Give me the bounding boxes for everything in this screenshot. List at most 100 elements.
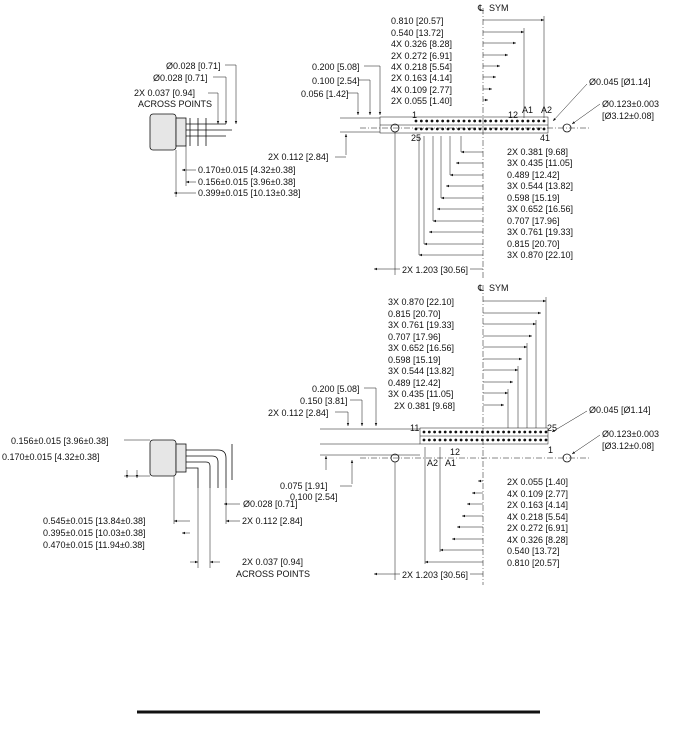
- bottom-left-dim: 0.075 [1.91]: [280, 481, 328, 491]
- bottom-left-dim: 0.200 [5.08]: [312, 384, 360, 394]
- pin-dot: [526, 119, 530, 123]
- pin-dot: [441, 127, 445, 131]
- bottom-left-dim: 0.150 [3.81]: [300, 396, 348, 406]
- bottom-left-dim: 2X 0.112 [2.84]: [268, 408, 328, 418]
- pin-dot: [494, 127, 498, 131]
- top-pin-label: A1: [522, 105, 533, 115]
- bottom-lower-dim: 0.810 [20.57]: [507, 558, 560, 568]
- bottom-hole-dim: [Ø3.12±0.08]: [602, 441, 654, 451]
- bottom-sym-label: SYM: [489, 283, 509, 293]
- pin-dot: [449, 430, 452, 434]
- pin-dot: [499, 127, 503, 131]
- pin-dot: [459, 430, 463, 434]
- top-right-dim: 2X 0.163 [4.14]: [391, 73, 452, 83]
- pin-dot: [422, 438, 426, 442]
- pin-dot: [526, 127, 530, 131]
- bottom-upper-dim: 2X 0.381 [9.68]: [394, 401, 455, 411]
- bottom-lower-dim: 4X 0.218 [5.54]: [507, 512, 568, 522]
- pin-dot: [539, 438, 543, 442]
- bottom-lower-dim: 2X 0.163 [4.14]: [507, 500, 568, 510]
- pin-dot: [496, 438, 500, 442]
- top-bottom-dim: 2X 0.381 [9.68]: [507, 147, 568, 157]
- bottom-hole-dim: Ø0.123±0.003: [602, 429, 659, 439]
- pin-dot: [454, 430, 458, 434]
- pin-dot: [467, 119, 471, 123]
- pin-dot: [502, 430, 505, 434]
- pin-dot: [491, 438, 495, 442]
- pin-dot: [494, 119, 498, 123]
- pin-dot: [480, 430, 484, 434]
- pin-dot: [430, 127, 434, 131]
- pin-dot: [512, 430, 516, 434]
- top-pin-field: 1 12 A1 A2 25 41: [360, 105, 590, 143]
- pin-dot: [544, 430, 548, 434]
- top-sym-label: SYM: [489, 3, 509, 13]
- top-side-dim: ACROSS POINTS: [138, 99, 212, 109]
- pin-dot: [451, 119, 455, 123]
- bottom-centerline-symbol: ℄: [477, 283, 484, 293]
- pin-dot: [422, 430, 426, 434]
- pin-dot: [454, 438, 458, 442]
- top-right-dim: 2X 0.272 [6.91]: [391, 51, 452, 61]
- bottom-side-dim: ACROSS POINTS: [236, 569, 310, 579]
- top-bottom-dim: 0.707 [17.96]: [507, 216, 560, 226]
- pin-dot: [435, 127, 439, 131]
- bottom-side-view: 0.156±0.015 [3.96±0.38] 0.170±0.015 [4.3…: [2, 436, 310, 579]
- top-right-dim: 0.810 [20.57]: [391, 16, 444, 26]
- bottom-upper-dim: 3X 0.652 [16.56]: [388, 343, 454, 353]
- pin-dot: [470, 438, 474, 442]
- top-pin-label: 25: [411, 133, 421, 143]
- top-pin-label: 41: [540, 133, 550, 143]
- pin-dot: [433, 430, 437, 434]
- top-pin-label: A2: [541, 105, 552, 115]
- bottom-lower-dim: 4X 0.326 [8.28]: [507, 535, 568, 545]
- pin-dot: [446, 127, 450, 131]
- pin-dot: [427, 430, 431, 434]
- bottom-side-dim: 0.170±0.015 [4.32±0.38]: [2, 452, 99, 462]
- pin-dot: [531, 127, 535, 131]
- pin-dot: [451, 127, 455, 131]
- top-right-dim: 2X 0.055 [1.40]: [391, 96, 452, 106]
- bottom-left-dims: 0.200 [5.08] 0.150 [3.81] 2X 0.112 [2.84…: [268, 384, 420, 502]
- pin-dot: [419, 127, 423, 131]
- top-side-view: Ø0.028 [0.71] Ø0.028 [0.71] 2X 0.037 [0.…: [134, 61, 300, 198]
- bottom-upper-dim: 0.815 [20.70]: [388, 309, 441, 319]
- pin-dot: [462, 119, 466, 123]
- top-right-dim: 4X 0.326 [8.28]: [391, 39, 452, 49]
- pin-dot: [465, 438, 468, 442]
- pin-dot: [528, 438, 532, 442]
- pin-dot: [473, 127, 477, 131]
- bottom-pin-label: 25: [547, 423, 557, 433]
- bottom-lower-dim: 2X 0.055 [1.40]: [507, 477, 568, 487]
- pin-dot: [496, 430, 500, 434]
- pin-dot: [465, 430, 468, 434]
- top-right-dims: 0.810 [20.57] 0.540 [13.72] 4X 0.326 [8.…: [391, 16, 545, 118]
- pin-dot: [486, 430, 490, 434]
- pin-dot: [515, 127, 519, 131]
- bottom-side-dim: 0.545±0.015 [13.84±0.38]: [43, 516, 145, 526]
- top-side-dim: 2X 0.037 [0.94]: [134, 88, 195, 98]
- top-pin-label: 1: [412, 110, 417, 120]
- top-left-dim: 0.100 [2.54]: [312, 76, 360, 86]
- bottom-side-dim: 2X 0.112 [2.84]: [242, 516, 302, 526]
- bottom-side-dim: 0.470±0.015 [11.94±0.38]: [43, 540, 145, 550]
- pin-dot: [542, 119, 546, 123]
- top-bottom-dim: 0.598 [15.19]: [507, 193, 560, 203]
- pin-dot: [441, 119, 445, 123]
- top-bottom-dim: 3X 0.761 [19.33]: [507, 227, 573, 237]
- bottom-upper-dim: 0.707 [17.96]: [388, 332, 441, 342]
- bottom-side-dim: 0.156±0.015 [3.96±0.38]: [11, 436, 108, 446]
- pin-dot: [533, 438, 537, 442]
- pin-dot: [491, 430, 495, 434]
- top-left-dim: 0.056 [1.42]: [301, 89, 349, 99]
- pin-dot: [438, 430, 442, 434]
- pin-dot: [507, 430, 511, 434]
- top-right-dim: 4X 0.109 [2.77]: [391, 85, 452, 95]
- top-left-dim: 0.200 [5.08]: [312, 62, 360, 72]
- bottom-upper-dim: 3X 0.761 [19.33]: [388, 320, 454, 330]
- pin-dot: [518, 438, 521, 442]
- top-left-dim: 2X 0.112 [2.84]: [268, 152, 328, 162]
- pin-dot: [467, 127, 471, 131]
- pin-dot: [443, 438, 447, 442]
- pin-dot: [510, 127, 514, 131]
